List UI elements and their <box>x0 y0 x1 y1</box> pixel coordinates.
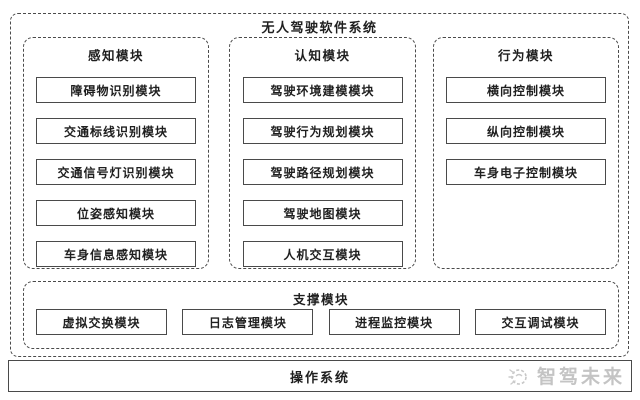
module-lateral-control: 横向控制模块 <box>446 77 606 103</box>
group-behavior: 行为模块 横向控制模块 纵向控制模块 车身电子控制模块 <box>433 37 619 269</box>
group-support-header: 支撑模块 <box>292 293 349 307</box>
module-vehicle-info-perception: 车身信息感知模块 <box>36 241 196 267</box>
module-process-monitoring: 进程监控模块 <box>328 309 460 335</box>
support-row: 虚拟交换模块 日志管理模块 进程监控模块 交互调试模块 <box>24 306 618 335</box>
module-obstacle-recognition: 障碍物识别模块 <box>36 77 196 103</box>
watermark: 智驾未来 <box>502 361 628 390</box>
module-longitudinal-control: 纵向控制模块 <box>446 118 606 144</box>
module-log-management: 日志管理模块 <box>182 309 314 335</box>
watermark-logo-icon <box>506 364 530 388</box>
group-cognition-header: 认知模块 <box>294 49 351 63</box>
group-support: 支撑模块 虚拟交换模块 日志管理模块 进程监控模块 交互调试模块 <box>23 281 619 349</box>
group-behavior-header: 行为模块 <box>497 49 554 63</box>
module-pose-perception: 位姿感知模块 <box>36 200 196 226</box>
module-lane-marking-recognition: 交通标线识别模块 <box>36 118 196 144</box>
module-driving-map: 驾驶地图模块 <box>242 200 403 226</box>
module-environment-modeling: 驾驶环境建模模块 <box>242 77 403 103</box>
module-traffic-light-recognition: 交通信号灯识别模块 <box>36 159 196 185</box>
group-perception: 感知模块 障碍物识别模块 交通标线识别模块 交通信号灯识别模块 位姿感知模块 车… <box>23 37 209 269</box>
module-virtual-exchange: 虚拟交换模块 <box>36 309 167 335</box>
module-body-electronic-control: 车身电子控制模块 <box>446 159 606 185</box>
module-path-planning: 驾驶路径规划模块 <box>242 159 403 185</box>
watermark-text: 智驾未来 <box>536 367 625 388</box>
module-hmi: 人机交互模块 <box>242 241 403 267</box>
group-cognition: 认知模块 驾驶环境建模模块 驾驶行为规划模块 驾驶路径规划模块 驾驶地图模块 人… <box>229 37 416 269</box>
os-bar-label: 操作系统 <box>289 369 350 385</box>
system-frame: 无人驾驶软件系统 感知模块 障碍物识别模块 交通标线识别模块 交通信号灯识别模块… <box>10 13 629 357</box>
module-interactive-debugging: 交互调试模块 <box>474 309 606 335</box>
module-behavior-planning: 驾驶行为规划模块 <box>242 118 403 144</box>
system-title: 无人驾驶软件系统 <box>261 20 378 35</box>
group-perception-header: 感知模块 <box>87 49 144 63</box>
